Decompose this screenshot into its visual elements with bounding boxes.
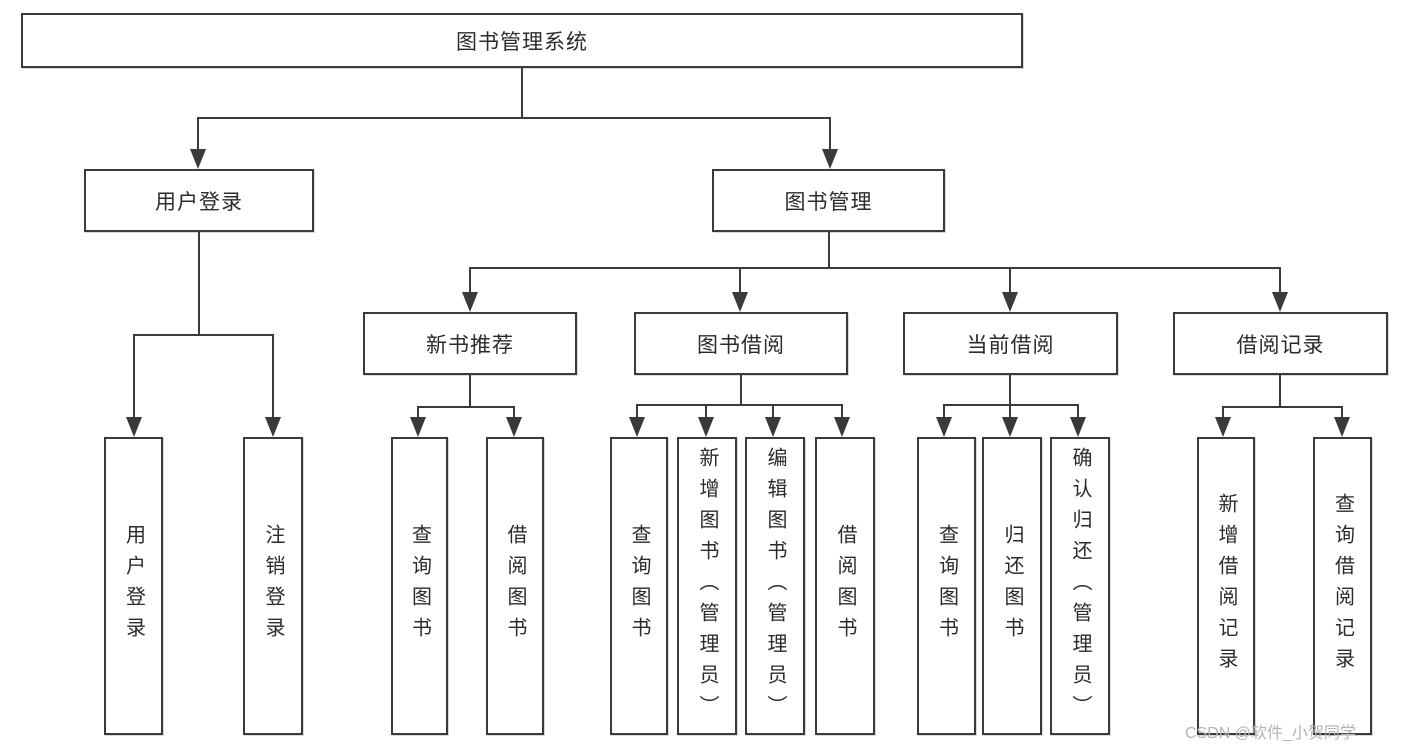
leaf-add-book-admin: 新增图书（管理员）	[677, 437, 737, 735]
leaf-confirm-return-admin: 确认归还（管理员）	[1050, 437, 1110, 735]
connector-line	[829, 117, 831, 149]
leaf-borrow-book: 借阅图书	[815, 437, 875, 735]
connector-line	[1222, 406, 1343, 408]
connector-line	[417, 406, 419, 417]
arrow-down-icon	[1002, 292, 1018, 312]
arrow-down-icon	[506, 417, 522, 437]
leaf-return-book: 归还图书	[982, 437, 1042, 735]
node-book-management: 图书管理	[712, 169, 945, 232]
arrow-down-icon	[265, 417, 281, 437]
node-borrow-record: 借阅记录	[1173, 312, 1388, 375]
connector-line	[1009, 404, 1011, 417]
connector-line	[705, 404, 707, 417]
connector-line	[943, 404, 945, 417]
arrow-down-icon	[936, 417, 952, 437]
leaf-query-book: 查询图书	[391, 437, 448, 735]
connector-line	[739, 267, 741, 292]
arrow-down-icon	[190, 149, 206, 169]
connector-line	[1009, 375, 1011, 406]
connector-line	[943, 404, 1079, 406]
connector-line	[841, 404, 843, 417]
connector-line	[197, 117, 199, 149]
arrow-down-icon	[629, 417, 645, 437]
connector-line	[1279, 375, 1281, 408]
arrow-down-icon	[698, 417, 714, 437]
leaf-add-borrow-record: 新增借阅记录	[1197, 437, 1255, 735]
arrow-down-icon	[1002, 417, 1018, 437]
connector-line	[133, 334, 274, 336]
connector-line	[197, 117, 831, 119]
connector-line	[1077, 404, 1079, 417]
connector-line	[1009, 267, 1011, 292]
node-user-login: 用户登录	[84, 169, 314, 232]
arrow-down-icon	[462, 292, 478, 312]
leaf-query-book: 查询图书	[917, 437, 976, 735]
connector-line	[521, 68, 523, 118]
connector-line	[828, 232, 830, 269]
arrow-down-icon	[1272, 292, 1288, 312]
connector-line	[636, 404, 638, 417]
connector-line	[1279, 267, 1281, 292]
connector-line	[636, 404, 843, 406]
node-root: 图书管理系统	[21, 13, 1023, 68]
arrow-down-icon	[126, 417, 142, 437]
connector-line	[469, 267, 1281, 269]
connector-line	[1222, 406, 1224, 417]
leaf-query-borrow-record: 查询借阅记录	[1313, 437, 1372, 735]
connector-line	[469, 267, 471, 292]
arrow-down-icon	[822, 149, 838, 169]
node-book-borrow: 图书借阅	[634, 312, 848, 375]
arrow-down-icon	[834, 417, 850, 437]
connector-line	[740, 375, 742, 406]
arrow-down-icon	[1215, 417, 1231, 437]
connector-line	[198, 232, 200, 336]
leaf-user-login: 用户登录	[104, 437, 163, 735]
leaf-logout: 注销登录	[243, 437, 303, 735]
connector-line	[272, 334, 274, 417]
leaf-edit-book-admin: 编辑图书（管理员）	[745, 437, 805, 735]
leaf-query-book: 查询图书	[610, 437, 668, 735]
connector-line	[772, 404, 774, 417]
connector-line	[469, 375, 471, 408]
arrow-down-icon	[1334, 417, 1350, 437]
arrow-down-icon	[1070, 417, 1086, 437]
csdn-watermark: CSDN @软件_小贺同学	[1185, 725, 1356, 742]
arrow-down-icon	[410, 417, 426, 437]
node-current-borrow: 当前借阅	[903, 312, 1118, 375]
leaf-borrow-book: 借阅图书	[486, 437, 544, 735]
arrow-down-icon	[765, 417, 781, 437]
connector-line	[1341, 406, 1343, 417]
connector-line	[417, 406, 515, 408]
connector-line	[133, 334, 135, 417]
node-new-book-recommend: 新书推荐	[363, 312, 577, 375]
arrow-down-icon	[732, 292, 748, 312]
connector-line	[513, 406, 515, 417]
